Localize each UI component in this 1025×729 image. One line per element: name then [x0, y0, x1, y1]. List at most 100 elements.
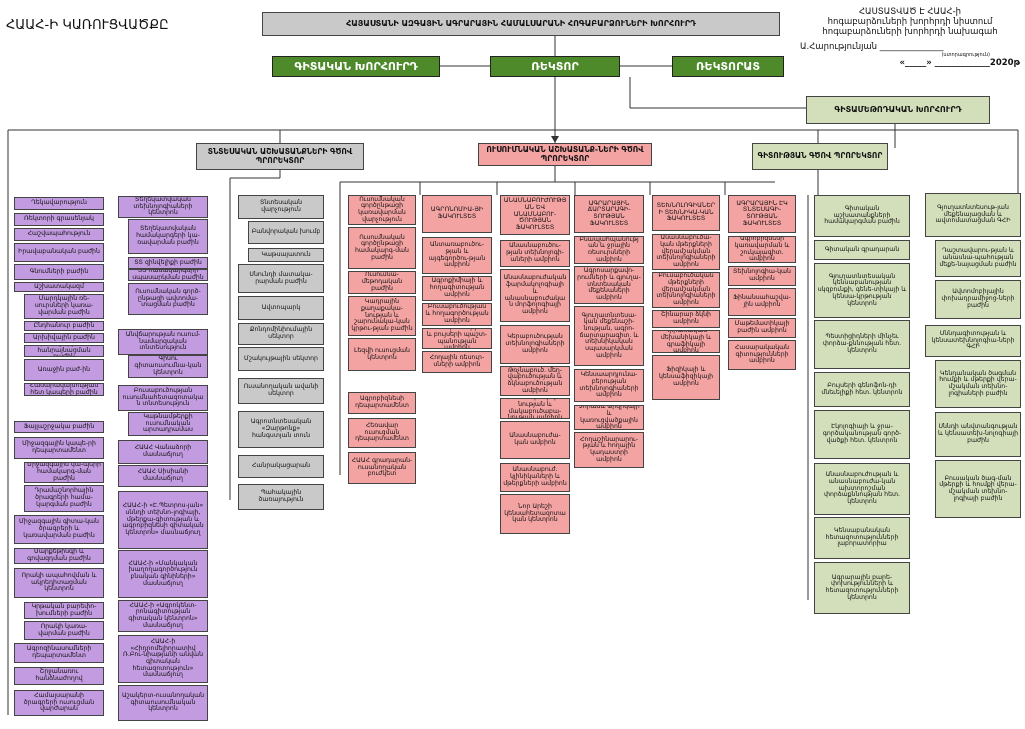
vice-rector-economic: ՏՆՏԵՍԱԿԱՆ ԱՇԽԱՏԱՆՔՆԵՐԻ ԳԾՈՎ ՊՐՈՐԵԿՏՈՐ: [196, 143, 364, 170]
col5-box: Անտառաբուծու-թյան և այգեգործու-թյան ամբի…: [422, 237, 492, 274]
col3-box: Հանրակացարան: [238, 455, 324, 478]
col2-box: Ուսումնական գործ-ընթացի ավտոմա-տացման բա…: [128, 283, 208, 315]
col1-box: Մարքեթինգի և գովազդման բաժին: [14, 548, 104, 564]
col3-box: Ուսանողական ավանի սեկտոր: [238, 378, 324, 404]
approval-line-2: հոգաբարձուների խորհրդի նիստում: [827, 16, 993, 27]
col10-box: Անասնաբուժության և անասնաբուժա-կան ախտոր…: [814, 463, 910, 515]
methodical-council: ԳԻՏԱՄԵԹՈԴԱԿԱՆ ԽՈՐՀՈՒՐԴ: [806, 96, 990, 124]
col4-box: Ագրոբիզնեսի դեպարտամենտ: [348, 392, 416, 414]
col11-box: Ավտոմոբիլային փոխադրամիջոց-ների բաժին: [935, 280, 1021, 319]
col11-box: Սննդագիտության և կենսատեխնոլոգիա-ների ԳՀ…: [925, 325, 1021, 357]
col10-box: Ագրարային բարե-փոխությունների և հետազոտո…: [814, 562, 910, 614]
col7-box: Հողաշինարարու-թյան և հողային կադաստրի ամ…: [574, 432, 644, 468]
col8-box: ՏԵԽՆՈԼՈԳԻԱՆԵՐԻ ՏԵԽՆԻԿԱ-ԿԱՆ ՖԱԿՈՒԼՏԵՏ: [652, 195, 720, 231]
col10-box: Պեստիցիդների մինչեւ փորձա-քննության հետ.…: [814, 320, 910, 369]
col3-box: Ագրոտնտեսական «Զարթոնք» հանգստյան տուն: [238, 411, 324, 448]
rectorate: ՌԵԿՏՈՐԱՏ: [672, 56, 784, 77]
col10-box: Գյուղատնտեսական կենսաբանության սկզբունքի…: [814, 263, 910, 318]
col3-box: Բանվորական խումբ: [248, 221, 324, 244]
col1-box: Մարդկային ռե-սուրսների կառա-վարման բաժին: [24, 294, 104, 319]
col4-box: Կադրային քաղաքակա-նության և շարունակա-կա…: [348, 296, 416, 336]
col8-box: Բուսաբուծական մթերքների վերամշակման տեխն…: [652, 272, 720, 308]
col5-box: Ագրոքիմիայի և հողագիտության ամբիոն: [422, 276, 492, 301]
col1-box: Ագրոզինասումների դեպարտամենտ: [14, 643, 104, 663]
col1-box: Ֆայլաշրջակա բաժին: [14, 421, 104, 433]
col1-box: Ռեկտորի գրասենյակ: [14, 213, 104, 226]
col1-box: Իրավաբանական բաժին: [14, 243, 104, 262]
col5-box: Բուսաբուծության և հողագործության ամբիոն: [422, 303, 492, 326]
approval-line-5: (ստորագրություն): [941, 52, 990, 59]
approval-line-4: Ա.Հարությունյան _______________: [800, 42, 944, 53]
approval-line-3: հոգաբարձուների խորհրդի նախագահ: [822, 26, 998, 37]
col7-box: Ագրոսարքավո-րումների և գյուղա-տնտեսական …: [574, 266, 644, 304]
col6-box: Նոր Արեշի կենսահետազոտական կենտրոն: [500, 494, 570, 534]
col8-box: Ֆիզիկայի և կենսաֆիզիկայի ամբիոն: [652, 355, 720, 400]
col2-box: Կաթնամթերքի ուսումնական արտադրամաս: [128, 412, 208, 436]
col1-box: Առաջին բաժ-ին: [24, 359, 104, 381]
scientific-council: ԳԻՏԱԿԱՆ ԽՈՐՀՈՒՐԴ: [272, 56, 440, 77]
col6-box: Անասնաբուժական ֆարմակոլոգիայի և անասնաբո…: [500, 269, 570, 322]
col11-box: Կենդանական ծագման հումքի և մթերքի վերա-մ…: [935, 360, 1021, 408]
col1-box: Շրջանառու հանձնաժողով: [14, 667, 104, 685]
col6-box: Թռչնաբուծ. մեղ-վաբուծության և ձկնաբուծու…: [500, 366, 570, 396]
col2-box: Աշակերտ-ուսանողական գիտաուսումնական կենտ…: [118, 685, 208, 721]
col11-box: Սննդի անվտանգության և կենսատեխ-նոլոգիայի…: [935, 412, 1021, 457]
col1-box: Միջազգային գիտա-կան ծրագրերի և կառավարմա…: [14, 515, 104, 544]
col8-box: Անասնաբուծա-կան մթերքների վերամշակման տե…: [652, 234, 720, 270]
col6-box: Անասնաբուծու-թյան տեխնոլոգի-աների ամբիոն: [500, 240, 570, 267]
col2-box: ՀԱԱՀ Սիսիանի մասնաճյուղ: [118, 465, 208, 487]
col4-box: Լեզվի ուսուցման կենտրոն: [348, 338, 416, 371]
col2-box: Տեղեկատվական համակարգերի կա-ռավարման բաժ…: [128, 219, 208, 254]
col10-box: Գիտական գրադարան: [814, 240, 910, 260]
col10-box: Գիտական աշխատանքների համակարգման բաժին: [814, 195, 910, 237]
col11-box: Բուսական ծագ-ման մթերքի և հումքի վերա-մշ…: [935, 460, 1021, 518]
col6-box: ԱՆԱՍՆԱԲՈՒԺՈՒԹՅԱՆ ԵՎ ԱՆԱՍՆԱԲՈՒ-ԾՈՒԹՅԱՆ ՖԱ…: [500, 195, 570, 235]
col6-box: Անասնաբուժա-կան ամբիոն: [500, 421, 570, 459]
col1-box: Հաշվապահություն: [14, 228, 104, 241]
col9-box: Ֆինանսահաշվա-յին ամբիոն: [728, 288, 796, 316]
col3-box: Քոնդոմինիումային սեկտոր: [238, 323, 324, 345]
col3-box: Պահակային ծառայություն: [238, 484, 324, 510]
approval-block: ՀԱՍՏԱՏՎԱԾ Է ՀԱԱՀ-ի հոգաբարձուների խորհրդ…: [800, 7, 1020, 69]
col4-box: Ուսումնական գործընթացի կառավարման վարչու…: [348, 195, 416, 225]
col1-box: Աշխատակազմ: [14, 282, 104, 292]
col3-box: Ավտոպարկ: [238, 296, 324, 320]
col1-box: Հասարակայնության հետ կապերի բաժին: [24, 383, 104, 396]
approval-line-6: «_____» _____________2020թ: [899, 57, 1020, 68]
col1-box: Դրամաշնորհային ծրագրերի համա-կարգման բաժ…: [24, 485, 104, 512]
col7-box: Կենսաարդյունա-բերության տեխնոլոգիաների ա…: [574, 369, 644, 402]
col2-box: ՀԱԱՀ Վանաձորի մասնաճյուղ: [118, 440, 208, 464]
col2-box: ՀԱԱՀ-ի «Ագրոկենտ-րոնագիտության գիտական կ…: [118, 600, 208, 632]
col10-box: Կենսաբանական հետազոտությունների լաբորատո…: [814, 517, 910, 559]
col7-box: Բնապահպանության և ջրային ռեսուրսների ամբ…: [574, 236, 644, 264]
col11-box: Գյուղատնտեսութ-յան մեքենայացման և ավտոմա…: [925, 193, 1021, 237]
board-of-trustees: ՀԱՅԱՍՏԱՆԻ ԱԶԳԱՅԻՆ ԱԳՐԱՐԱՅԻՆ ՀԱՄԱԼՍԱՐԱՆԻ …: [262, 12, 780, 36]
col1-box: Միջազգային կա-պերի համակարգ-ման բաժին: [24, 462, 104, 483]
col1-box: Համալսարանի ծրագրերի ուսուցման վարժարան: [14, 690, 104, 716]
col8-box: Կիրառական մեխանիկայի և գրաֆիկայի ամբիոն: [652, 330, 720, 353]
col2-box: Տեղեկատվական տեխնոլոգիաների կենտրոն: [118, 196, 208, 218]
col9-box: Տեխնոլոգիա-կան ամբիոն: [728, 266, 796, 286]
col6-box: Կերաբուծության տեխնոլոգիաների ամբիոն: [500, 325, 570, 364]
col7-box: Գյուղատնտեսա-կան մեքենաշի-նության, ագրո-…: [574, 306, 644, 366]
rector: ՌԵԿՏՈՐ: [490, 56, 620, 77]
col2-box: Բուսաբուծության ուսումնահետազոտական տնտե…: [118, 385, 208, 411]
col2-box: ՀԱԱՀ-ի «Մանկական խաղողագործություն բնակա…: [118, 550, 208, 598]
col1-box: Լրատվության և հանրայնացման բաժին: [24, 345, 104, 357]
col9-box: Մաթեմատիկայի բաժին ամբիոն: [728, 318, 796, 338]
vice-rector-educational: ՈՒՍՈՒՄՆԱԿԱՆ ԱՇԽԱՏԱՆՔ-ՆԵՐԻ ԳԾՈՎ ՊՐՈՐԵԿՏՈՐ: [478, 143, 652, 166]
col2-box: ՀԱԱՀ-ի «Հիդրոմելիորատիվ Ռ.Բու-նիաթյանի ա…: [118, 635, 208, 683]
col3-box: Սնունդի մատակա-րարման բաժին: [238, 264, 324, 293]
col1-box: Արխիվային բաժին: [24, 333, 104, 343]
col2-box: ՏՏ զինվելիքի բաժին: [128, 257, 208, 269]
col10-box: Բույսերի գենոֆոն-դի մնեւելիքի հետ. կենտր…: [814, 372, 910, 407]
col4-box: Ուսումնական գործընթացի համակարգ-ման բաժի…: [348, 227, 416, 269]
col10-box: Էկոլոգիայի և ջրա-գործականության գործ-ված…: [814, 410, 910, 459]
col2-box: Անվճարության ուսում-նամարզական տնտեսությ…: [118, 329, 208, 355]
col9-box: Ագրոբիզնեսի կառավարման և շուկայագիտ. ամբ…: [728, 236, 796, 263]
col3-box: Կաթսայատուն: [248, 248, 324, 262]
col8-box: Շինարար ձկնի ամբիոն: [652, 310, 720, 328]
col3-box: Տնտեսական վարչություն: [238, 195, 324, 219]
col5-box: Հողային ռեսուր-սների ամբիոն: [422, 351, 492, 373]
col6-box: Անասնաբուժ. կլինիկաների և մթերքների ամբի…: [500, 463, 570, 492]
